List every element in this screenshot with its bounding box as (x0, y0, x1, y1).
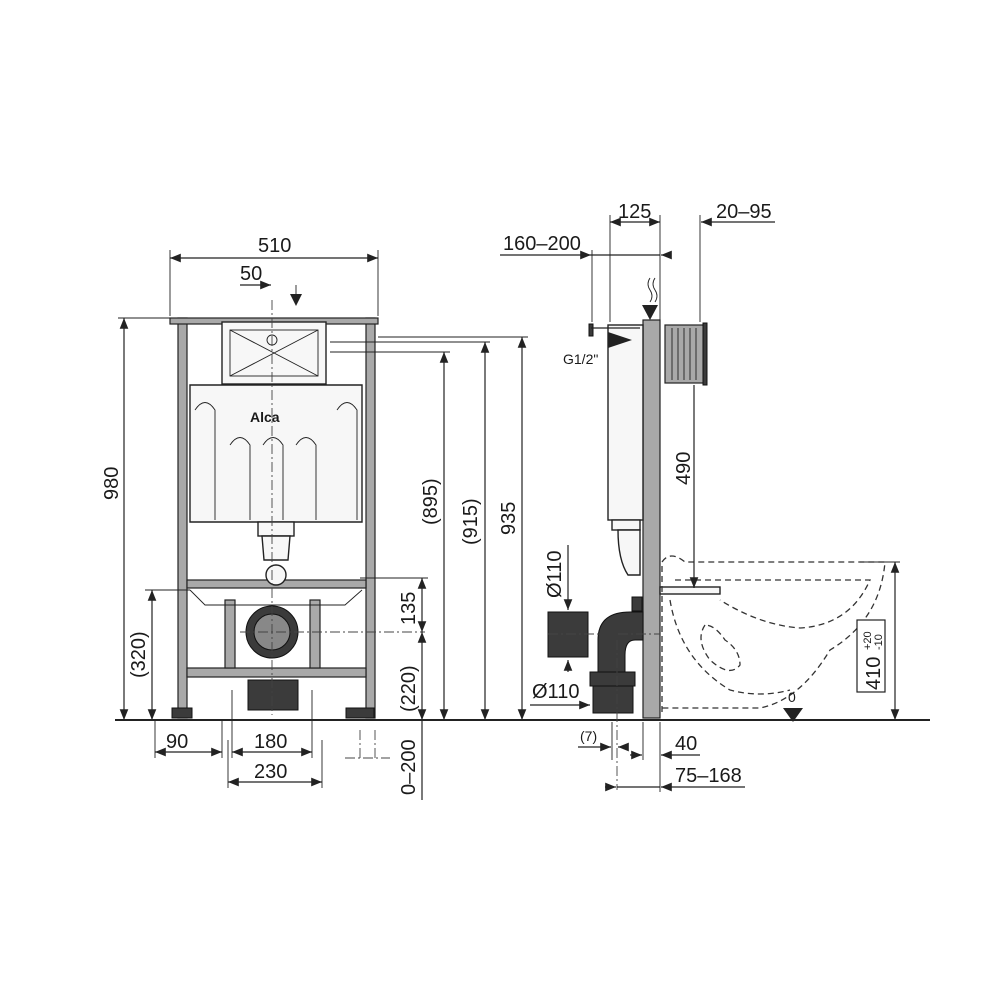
bottom-crossbar (186, 667, 367, 678)
dimension-label: 40 (675, 733, 697, 755)
side-post (642, 319, 661, 719)
dimension-label: 135 (398, 592, 420, 625)
dimension-label: Ø110 (532, 681, 579, 703)
dimension-label: 980 (101, 467, 123, 500)
dimension-label: 490 (673, 452, 695, 485)
dimension-label: 230 (254, 761, 287, 783)
front-dimensions: 510 50 980 (895) (915) 935 135 (220) 0–2… (101, 235, 528, 800)
bowl-height-box (856, 619, 886, 693)
dimension-label: 0 (788, 689, 796, 705)
dimension-label: 125 (618, 201, 651, 223)
side-view (547, 277, 886, 790)
elbow-pipe (597, 611, 644, 673)
dimension-label: Ø110 (544, 551, 566, 598)
dimension-label: 90 (166, 731, 188, 753)
dimension-label: 160–200 (503, 233, 581, 255)
right-post (365, 317, 376, 719)
dimension-label: G1/2" (563, 351, 598, 367)
dimension-label: (895) (420, 478, 442, 525)
pipe-connector (547, 611, 589, 658)
dimension-label: 50 (240, 263, 262, 285)
dimension-label: (7) (580, 728, 597, 744)
side-cistern (607, 324, 644, 521)
flush-box (664, 324, 706, 384)
dimension-label: +20 (862, 631, 874, 650)
dimension-label: (220) (398, 665, 420, 712)
floor-level-marker (783, 708, 803, 722)
dimension-label: 510 (258, 235, 291, 257)
dimension-label: (320) (128, 631, 150, 678)
dimension-label: 410 (863, 657, 885, 690)
side-dimensions: 125 20–95 160–200 G1/2" 490 Ø110 Ø110 (7… (500, 201, 900, 792)
dimension-label: 0–200 (398, 739, 420, 795)
alca-logo: Alca (250, 409, 280, 425)
dimension-label: 20–95 (716, 201, 772, 223)
dimension-label: 75–168 (675, 765, 742, 787)
dimension-label: 180 (254, 731, 287, 753)
toilet-bowl-outline (660, 555, 886, 712)
dimension-label: 935 (498, 502, 520, 535)
dimension-label: -10 (873, 634, 885, 650)
front-view: Alca (169, 285, 425, 760)
cistern (189, 384, 363, 523)
dimension-label: (915) (460, 498, 482, 545)
left-post (177, 317, 188, 719)
